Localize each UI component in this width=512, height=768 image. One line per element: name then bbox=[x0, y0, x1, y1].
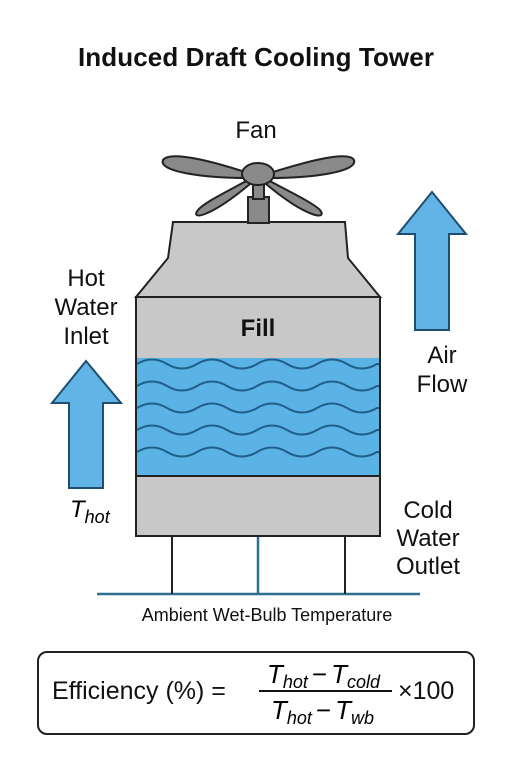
fill-water bbox=[137, 358, 379, 476]
fan-stack bbox=[133, 221, 383, 298]
efficiency-formula-box bbox=[37, 651, 475, 735]
hot-water-inlet-line-1: Hot bbox=[67, 265, 105, 292]
air-flow-label: Air Flow bbox=[392, 341, 492, 399]
air-flow-arrow bbox=[395, 190, 469, 331]
formula-rhs: ×100 bbox=[398, 677, 455, 705]
hot-water-arrow bbox=[49, 359, 124, 489]
cold-water-outlet-line-2: Water bbox=[396, 525, 460, 552]
air-flow-line-2: Flow bbox=[416, 371, 468, 398]
formula-denominator: Thot−Twb bbox=[271, 695, 374, 728]
air-flow-line-1: Air bbox=[427, 342, 457, 369]
formula-lhs: Efficiency (%) = bbox=[52, 677, 226, 705]
fill-label: Fill bbox=[240, 315, 276, 342]
hot-water-inlet-line-2: Water bbox=[54, 294, 118, 321]
tower-legs bbox=[171, 536, 346, 594]
hot-water-inlet-line-3: Inlet bbox=[63, 323, 109, 350]
hot-water-inlet-label: Hot Water Inlet bbox=[36, 264, 136, 351]
t-hot-label: Thot bbox=[70, 496, 111, 527]
cold-water-outlet-line-3: Outlet bbox=[395, 553, 461, 580]
fan-label: Fan bbox=[235, 117, 277, 144]
cold-water-outlet-label: Cold Water Outlet bbox=[378, 497, 478, 581]
ambient-wet-bulb-label: Ambient Wet-Bulb Temperature bbox=[141, 605, 393, 625]
cold-water-outlet-line-1: Cold bbox=[403, 497, 453, 524]
fan-icon bbox=[161, 155, 356, 224]
diagram-title: Induced Draft Cooling Tower bbox=[77, 42, 435, 72]
formula-numerator: Thot−Tcold bbox=[267, 659, 381, 692]
fill-waves bbox=[136, 358, 379, 458]
